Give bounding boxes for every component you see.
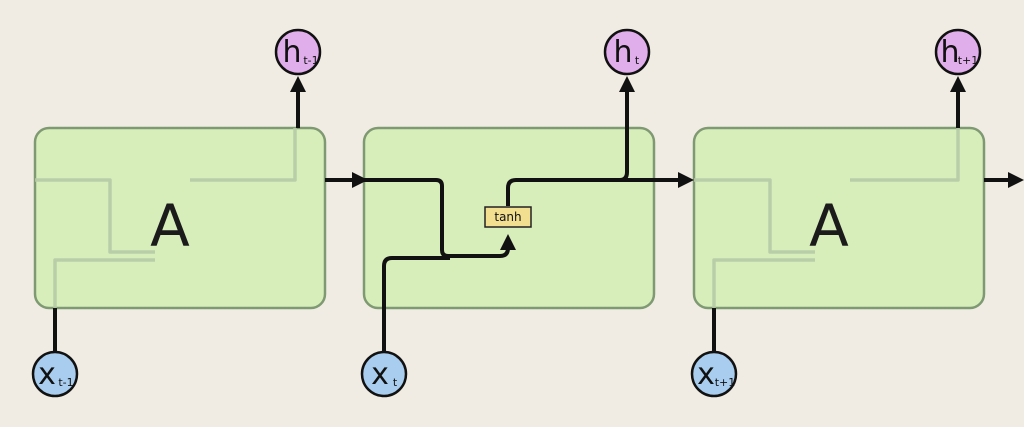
output-subscript: t [635,54,640,67]
rnn-cell-next: A [692,126,986,315]
cell-box [692,126,986,310]
input-node-prev: x t-1 [31,350,79,398]
ghost-wire [53,258,155,315]
output-node-current: h t [603,28,651,76]
output-subscript: t-1 [303,54,318,67]
input-node-circle [360,350,408,398]
ghost-wire [190,128,297,182]
output-node-circle [934,28,982,76]
output-node-circle [274,28,322,76]
ghost-wire [712,258,815,315]
hidden-in-wire [360,178,516,258]
ghost-wire [850,128,960,182]
tanh-activation: tanh [484,206,532,228]
tanh-label: tanh [494,210,521,224]
input-node-circle [31,350,79,398]
input-symbol: x [697,357,715,392]
cell-label: A [809,192,849,260]
ghost-wire [35,178,155,254]
cell-label: A [150,192,190,260]
output-symbol: h [613,35,632,70]
input-node-circle [690,350,738,398]
cell-box [33,126,327,310]
input-node-current: x t [360,350,408,398]
output-subscript: t+1 [958,54,979,67]
tanh-box [484,206,532,228]
input-node-next: x t+1 [690,350,738,398]
input-symbol: x [38,357,56,392]
tanh-out-wire [506,76,635,206]
input-symbol: x [371,357,389,392]
input-subscript: t+1 [715,376,736,389]
input-subscript: t [393,376,398,389]
rnn-cell-prev: A [33,126,327,315]
output-node-next: h t+1 [934,28,982,76]
ghost-wire [694,178,815,254]
input-subscript: t-1 [58,376,73,389]
output-symbol: h [940,35,959,70]
output-symbol: h [282,35,301,70]
input-wire-current [382,256,450,352]
output-node-prev: h t-1 [274,28,322,76]
output-node-circle [603,28,651,76]
